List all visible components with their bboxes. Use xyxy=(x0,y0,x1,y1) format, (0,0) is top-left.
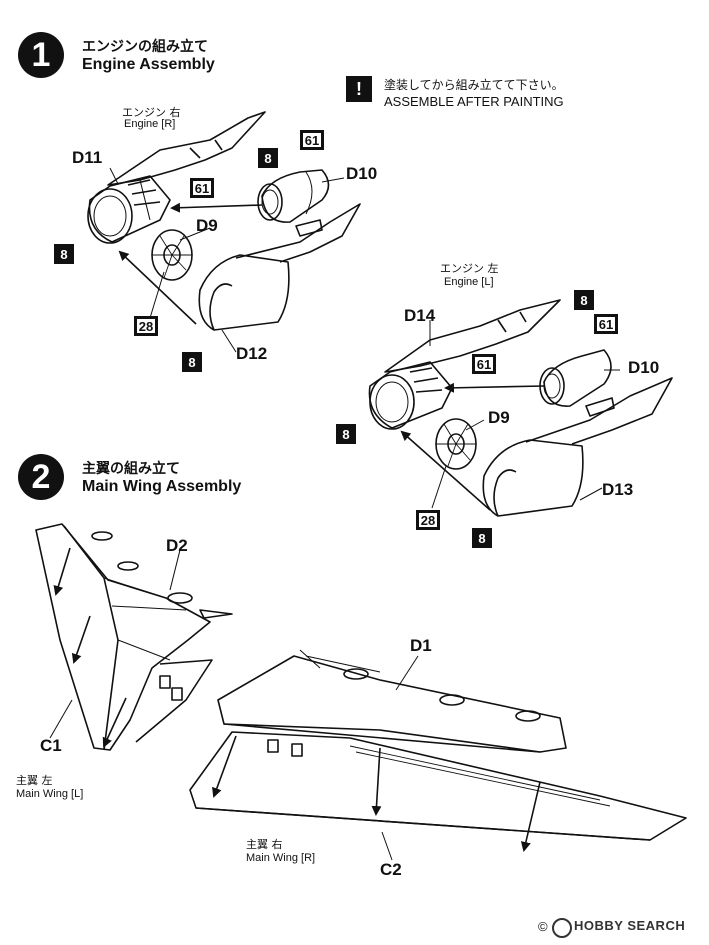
color-code-badge: 8 xyxy=(574,290,594,310)
engine-right-drawing xyxy=(87,111,361,331)
leader-lines xyxy=(49,167,620,861)
color-code-badge: 61 xyxy=(300,130,324,150)
part-label-d1: D1 xyxy=(410,636,432,655)
step-1-badge: 1 xyxy=(18,32,64,78)
color-code-badge: 8 xyxy=(472,528,492,548)
color-code-badge: 61 xyxy=(190,178,214,198)
hobby-search-logo-icon xyxy=(552,918,572,938)
engine-l-caption-en: Engine [L] xyxy=(444,276,494,288)
watermark-text: HOBBY SEARCH xyxy=(574,918,686,933)
copyright-mark: © xyxy=(538,919,548,934)
part-label-d12: D12 xyxy=(236,344,268,363)
part-label-d10-r: D10 xyxy=(346,164,378,183)
step-1-title-jp: エンジンの組み立て xyxy=(82,39,208,55)
part-label-d9-l: D9 xyxy=(488,408,510,427)
part-label-d9-r: D9 xyxy=(196,216,218,235)
color-code-badge: 8 xyxy=(182,352,202,372)
color-code-badge: 28 xyxy=(416,510,440,530)
paint-note-icon: ! xyxy=(346,76,372,102)
step-1-title-en: Engine Assembly xyxy=(82,56,215,73)
wing-r-caption-en: Main Wing [R] xyxy=(246,852,316,864)
part-label-c1: C1 xyxy=(40,736,62,755)
step-2-title-en: Main Wing Assembly xyxy=(82,478,242,495)
part-label-d2: D2 xyxy=(166,536,188,555)
color-code-badge: 28 xyxy=(134,316,158,336)
part-label-d13: D13 xyxy=(602,480,634,499)
wing-l-caption-en: Main Wing [L] xyxy=(16,788,84,800)
engine-r-caption-jp: エンジン 右 xyxy=(122,106,181,119)
color-code-badge: 61 xyxy=(594,314,618,334)
wing-l-caption-jp: 主翼 左 xyxy=(16,774,53,787)
paint-note-jp: 塗装してから組み立てて下さい。 xyxy=(384,78,564,92)
part-label-d10-l: D10 xyxy=(628,358,660,377)
engine-l-caption-jp: エンジン 左 xyxy=(440,262,499,275)
engine-r-caption-en: Engine [R] xyxy=(124,118,176,130)
part-label-d14: D14 xyxy=(404,306,436,325)
color-code-badge: 8 xyxy=(336,424,356,444)
paint-note-en: ASSEMBLE AFTER PAINTING xyxy=(384,94,564,109)
wing-left-drawing xyxy=(35,523,233,751)
part-label-c2: C2 xyxy=(380,860,402,879)
step-2-badge: 2 xyxy=(18,454,64,500)
wing-r-caption-jp: 主翼 右 xyxy=(246,838,283,851)
color-code-badge: 8 xyxy=(54,244,74,264)
color-code-badge: 8 xyxy=(258,148,278,168)
step-2-title-jp: 主翼の組み立て xyxy=(82,461,180,477)
part-label-d11: D11 xyxy=(72,148,103,167)
color-code-badge: 61 xyxy=(472,354,496,374)
engine-left-drawing xyxy=(368,299,673,517)
wing-right-drawing xyxy=(189,649,687,852)
